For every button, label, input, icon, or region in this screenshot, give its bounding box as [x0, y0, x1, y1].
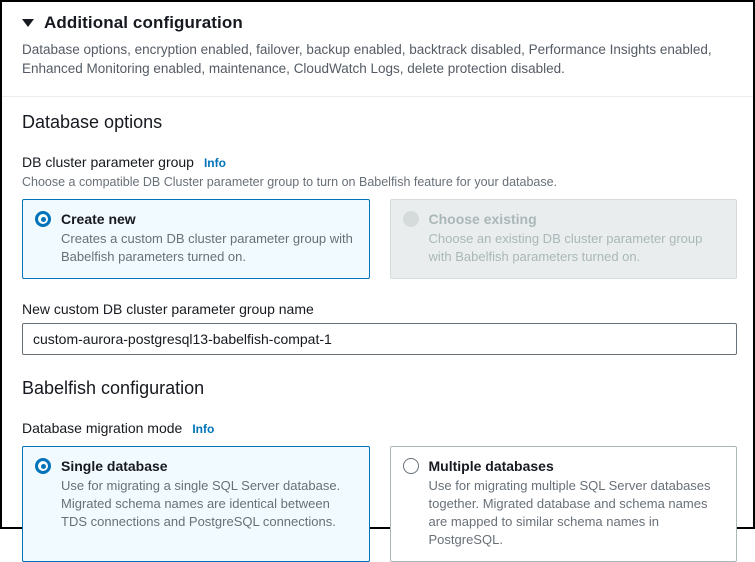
tile-description: Creates a custom DB cluster parameter gr…: [61, 231, 353, 264]
radio-disabled-icon: [402, 211, 419, 227]
expander-description: Database options, encryption enabled, fa…: [22, 42, 712, 76]
page-title: Additional configuration: [44, 13, 243, 32]
main-content: Database options DB cluster parameter gr…: [2, 112, 753, 562]
tile-title: Create new: [61, 211, 136, 227]
migration-mode-tile-group: Single database Use for migrating a sing…: [22, 446, 737, 562]
additional-configuration-header: Additional configuration Database option…: [2, 2, 753, 88]
tile-choose-existing: Choose existing Choose an existing DB cl…: [389, 199, 737, 279]
parameter-group-label: DB cluster parameter group: [22, 154, 194, 170]
tile-create-new[interactable]: Create new Creates a custom DB cluster p…: [22, 199, 370, 279]
tile-single-database[interactable]: Single database Use for migrating a sing…: [22, 446, 370, 562]
tile-multiple-databases[interactable]: Multiple databases Use for migrating mul…: [389, 446, 737, 562]
database-options-heading: Database options: [22, 112, 163, 132]
parameter-group-tile-group: Create new Creates a custom DB cluster p…: [22, 199, 737, 279]
expander-toggle[interactable]: Additional configuration: [22, 13, 733, 33]
tile-title: Single database: [61, 458, 168, 474]
radio-checked-icon[interactable]: [35, 211, 51, 227]
parameter-group-description: Choose a compatible DB Cluster parameter…: [22, 175, 558, 189]
babelfish-configuration-heading: Babelfish configuration: [22, 378, 205, 398]
radio-checked-icon[interactable]: [35, 458, 51, 474]
tile-title: Multiple databases: [428, 458, 554, 474]
tile-description: Choose an existing DB cluster parameter …: [428, 231, 703, 264]
tile-description: Use for migrating a single SQL Server da…: [61, 478, 341, 529]
caret-down-icon[interactable]: [22, 19, 34, 27]
radio-unchecked-icon[interactable]: [402, 458, 419, 474]
group-name-label: New custom DB cluster parameter group na…: [22, 301, 314, 317]
migration-mode-label: Database migration mode: [22, 420, 183, 436]
migration-mode-info-link[interactable]: Info: [192, 422, 215, 436]
section-divider: [2, 96, 753, 97]
tile-description: Use for migrating multiple SQL Server da…: [428, 478, 711, 547]
tile-title: Choose existing: [428, 211, 537, 227]
parameter-group-info-link[interactable]: Info: [203, 156, 226, 170]
group-name-input[interactable]: [22, 323, 737, 355]
